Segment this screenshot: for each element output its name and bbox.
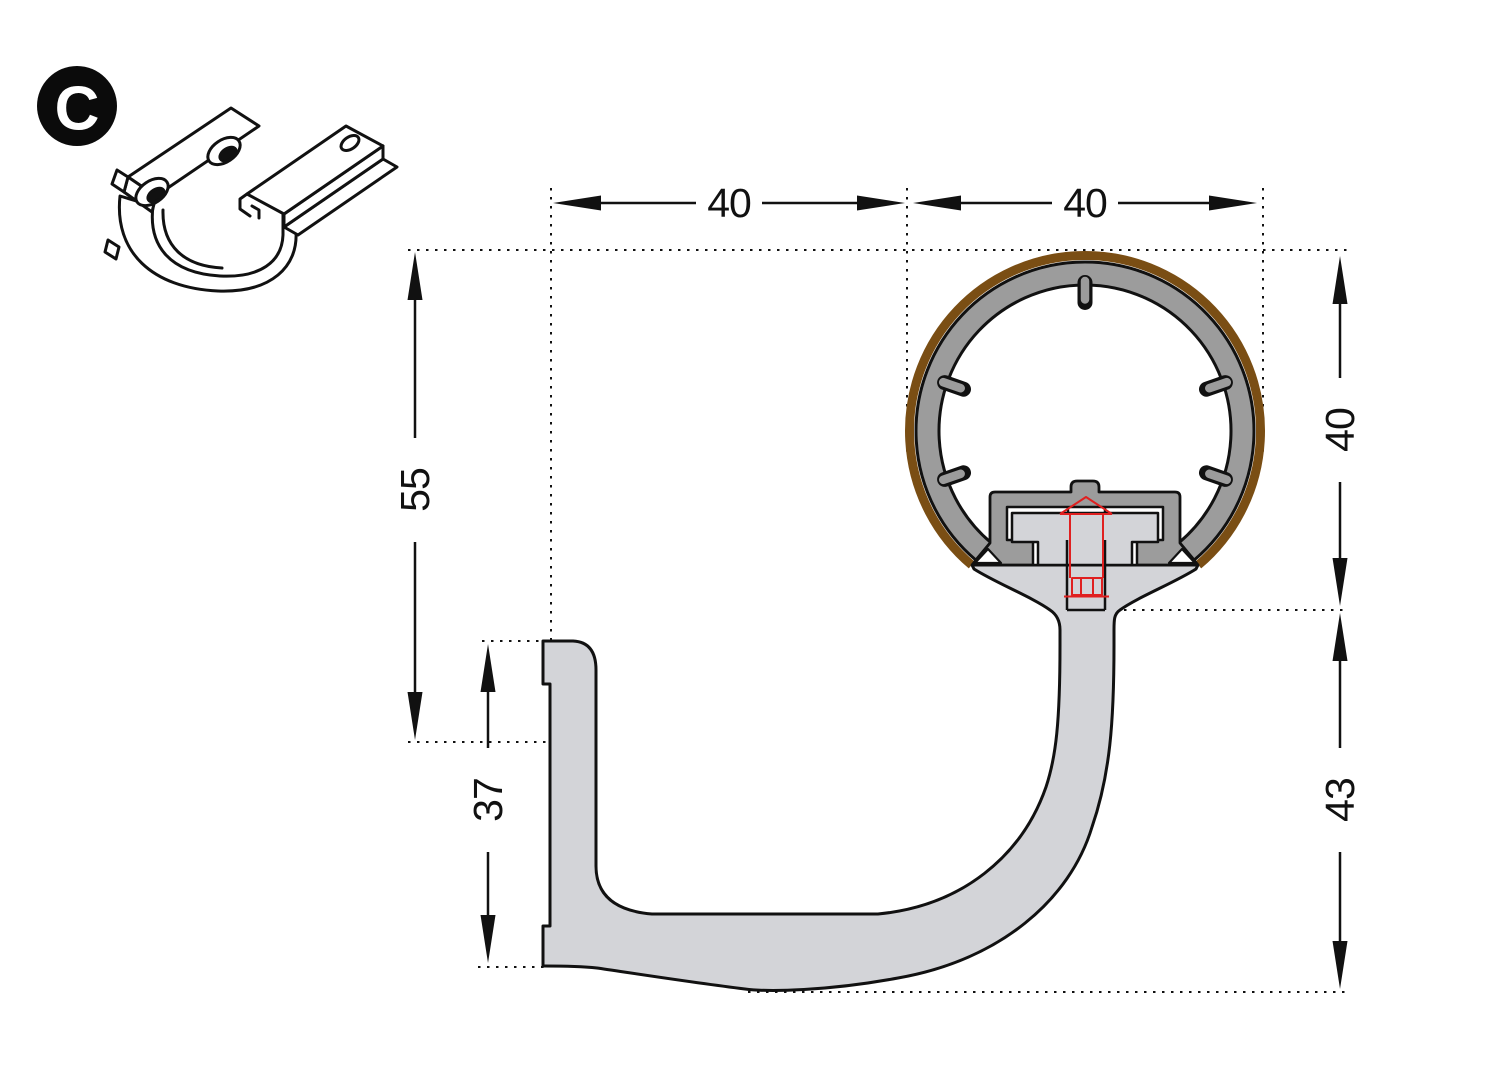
arrow-bottom	[1332, 558, 1348, 606]
iso-hole-lower	[134, 176, 170, 208]
dim-wall-to-rail: 40	[553, 180, 905, 226]
iso-hook	[117, 194, 298, 293]
arrow-top	[1332, 256, 1348, 304]
grub-screw	[1059, 496, 1113, 612]
iso-bar-hole	[339, 134, 361, 152]
arrow-left	[913, 195, 961, 211]
iso-hole-lower-bore	[146, 186, 166, 204]
iso-plate-endcap	[110, 168, 130, 194]
handrail-outer-band	[905, 250, 1265, 569]
iso-plate-foot	[103, 238, 121, 261]
dim-label-wall-to-rail: 40	[707, 180, 751, 226]
screw-tip	[1059, 496, 1113, 515]
arrow-bottom	[1332, 941, 1348, 989]
arrow-top	[1332, 613, 1348, 661]
dim-label-rail-width: 40	[1063, 180, 1107, 226]
arrow-top	[407, 252, 423, 300]
handrail-profile	[905, 250, 1265, 569]
iso-hook-inner-line	[161, 208, 224, 270]
nub-lower-right	[1205, 469, 1232, 485]
screw-outline	[1059, 496, 1113, 598]
arrow-right	[857, 195, 905, 211]
dim-wall-plate-height: 37	[465, 644, 511, 963]
isometric-thumbnail	[103, 106, 399, 293]
arrow-bottom	[480, 915, 496, 963]
iso-hole-upper-bore	[218, 145, 238, 163]
dim-rail-width: 40	[913, 180, 1257, 226]
extension-lines	[408, 188, 1348, 993]
detail-badge: C	[37, 66, 117, 146]
arrow-top	[480, 644, 496, 692]
dim-below-rail-drop: 43	[1317, 613, 1363, 989]
channel-notch-right	[1167, 547, 1197, 565]
arrow-left	[553, 195, 601, 211]
channel-notch-left	[973, 547, 1003, 565]
saddle-t-bar	[1010, 511, 1160, 567]
dim-rail-top-to-bracket: 55	[392, 252, 438, 740]
dim-label-wall-plate-height: 37	[465, 778, 511, 822]
badge-circle	[37, 66, 117, 146]
profile-nubs	[937, 275, 1233, 487]
dim-rail-height: 40	[1317, 256, 1363, 606]
dim-label-rail-top-to-bracket: 55	[392, 468, 438, 512]
iso-bar-end-notch	[238, 192, 261, 220]
dim-label-rail-height: 40	[1317, 408, 1363, 452]
bracket-body	[541, 563, 1200, 992]
bracket-profile	[541, 563, 1200, 992]
badge-letter: C	[55, 75, 100, 144]
nub-lower-left	[938, 469, 965, 485]
nub-upper-left	[938, 377, 965, 393]
handrail-tube-wall	[914, 260, 1256, 563]
arrow-right	[1209, 195, 1257, 211]
dim-label-below-rail-drop: 43	[1317, 778, 1363, 822]
arrow-bottom	[407, 692, 423, 740]
screw-head	[1071, 577, 1103, 596]
iso-hole-upper	[206, 135, 242, 167]
nub-upper-right	[1205, 377, 1232, 393]
